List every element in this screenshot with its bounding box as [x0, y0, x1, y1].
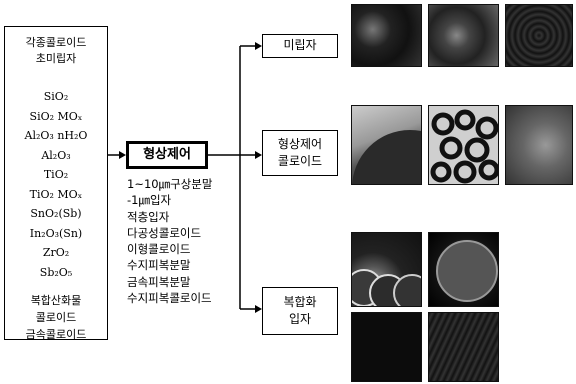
- output-composite-line-1: 복합화: [283, 295, 317, 309]
- micrograph-fine-particles-2: [428, 4, 499, 67]
- ring-particles-graphic: [430, 109, 498, 184]
- shape-control-label: 형상제어: [143, 147, 191, 162]
- footer-line: 콜로이드: [35, 311, 77, 324]
- heading-line-2: 초미립자: [35, 52, 77, 65]
- chemical-item: SnO₂(Sb): [30, 207, 82, 220]
- chemical-list: SiO₂ SiO₂ MOₓ Al₂O₃ nH₂O Al₂O₃ TiO₂ TiO₂…: [5, 87, 107, 282]
- chemical-item: TiO₂: [43, 168, 69, 181]
- output-composite-box: 복합화 입자: [262, 287, 338, 335]
- micrograph-shape-colloid-1: [351, 105, 422, 185]
- micrograph-composite-4: [428, 312, 499, 382]
- product-item: 수지피복콜로이드: [127, 291, 212, 306]
- output-shape-colloid-box: 형상제어 콜로이드: [262, 130, 338, 176]
- sphere-surface-graphic: [352, 130, 421, 184]
- output-fine-particles-box: 미립자: [262, 34, 338, 58]
- large-sphere-graphic: [436, 240, 498, 302]
- spheres-graphic: [352, 269, 421, 306]
- output-composite-line-2: 입자: [288, 312, 312, 326]
- chemical-item: ZrO₂: [42, 246, 70, 259]
- chemical-item: Al₂O₃ nH₂O: [24, 129, 88, 142]
- product-item: 다공성콜로이드: [127, 225, 202, 240]
- product-item: 1~10㎛구상분말: [127, 177, 213, 191]
- source-footer: 복합산화물 콜로이드 금속콜로이드: [5, 292, 107, 343]
- micrograph-fine-particles-3: [505, 4, 573, 67]
- product-item: 수지피복분말: [127, 258, 191, 273]
- output-shape-colloid-line-2: 콜로이드: [277, 154, 323, 168]
- product-item: 적층입자: [127, 209, 170, 224]
- micrograph-composite-1: [351, 232, 422, 307]
- shape-control-box: 형상제어: [126, 141, 208, 169]
- chemical-item: In₂O₃(Sn): [29, 226, 83, 240]
- output-shape-colloid-line-1: 형상제어: [277, 137, 323, 151]
- source-heading: 각종콜로이드 초미립자: [5, 35, 107, 67]
- heading-line-1: 각종콜로이드: [25, 36, 87, 49]
- micrograph-composite-2: [428, 232, 499, 307]
- chemical-item: Al₂O₃: [41, 148, 71, 162]
- footer-line: 복합산화물: [30, 294, 82, 307]
- chemical-item: Sb₂O₅: [39, 265, 73, 279]
- output-fine-particles-label: 미립자: [283, 38, 317, 52]
- product-item: 금속피복분말: [127, 274, 191, 289]
- chemical-item: SiO₂ MOₓ: [29, 109, 83, 123]
- source-materials-box: 각종콜로이드 초미립자 SiO₂ SiO₂ MOₓ Al₂O₃ nH₂O Al₂…: [4, 26, 108, 343]
- footer-line: 금속콜로이드: [25, 328, 87, 341]
- micrograph-fine-particles-1: [351, 4, 422, 67]
- product-item: -1㎛입자: [127, 193, 172, 208]
- product-list: 1~10㎛구상분말 -1㎛입자 적층입자 다공성콜로이드 이형콜로이드 수지피복…: [127, 176, 212, 306]
- chemical-item: TiO₂ MOₓ: [29, 187, 83, 201]
- micrograph-composite-3: [351, 312, 422, 382]
- product-item: 이형콜로이드: [127, 242, 191, 257]
- chemical-item: SiO₂: [43, 90, 69, 103]
- micrograph-shape-colloid-3: [505, 105, 573, 185]
- micrograph-shape-colloid-2: [428, 105, 499, 185]
